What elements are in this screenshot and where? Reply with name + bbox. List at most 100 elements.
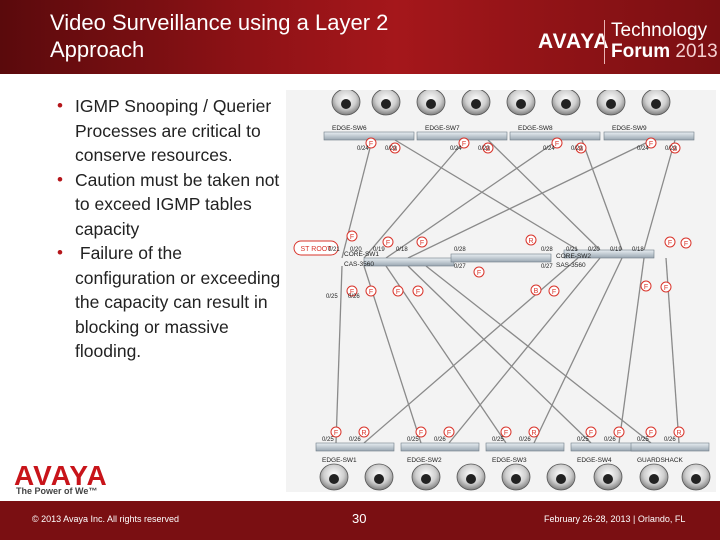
bottom-switch-label: EDGE-SW1 bbox=[322, 457, 357, 464]
port-state-marker bbox=[680, 237, 692, 249]
port-state-marker bbox=[500, 426, 512, 438]
camera-lens-icon bbox=[651, 99, 661, 109]
core-switch-name: CORE-SW2 bbox=[556, 253, 591, 260]
port-state-label: F bbox=[416, 289, 420, 296]
port-state-label: F bbox=[420, 240, 424, 247]
footer-copyright: © 2013 Avaya Inc. All rights reserved bbox=[32, 514, 180, 524]
port-label: 0/26 bbox=[434, 437, 446, 443]
port-state-marker bbox=[673, 426, 685, 438]
port-state-label: B bbox=[486, 146, 491, 153]
port-state-label: B bbox=[393, 146, 398, 153]
port-state-marker bbox=[473, 266, 485, 278]
camera-lens-icon bbox=[421, 474, 431, 484]
bottom-switch bbox=[630, 442, 710, 452]
link-line bbox=[487, 139, 601, 251]
port-state-label: B bbox=[673, 146, 678, 153]
link-line bbox=[643, 139, 676, 251]
link-line bbox=[533, 257, 623, 444]
link-line bbox=[407, 265, 592, 444]
port-state-label: F bbox=[649, 141, 653, 148]
bullet-list: • IGMP Snooping / Querier Processes are c… bbox=[55, 94, 285, 364]
core-port-label: 0/21 bbox=[328, 247, 340, 253]
core-switch-model: SAS-3560 bbox=[556, 262, 586, 269]
port-label: 0/23 bbox=[571, 146, 583, 152]
port-state-label: B bbox=[579, 146, 584, 153]
port-label: 0/24 bbox=[450, 146, 462, 152]
bullet-text: IGMP Snooping / Querier Processes are cr… bbox=[75, 96, 272, 165]
link-line bbox=[363, 257, 579, 444]
port-state-label: R bbox=[676, 430, 681, 437]
footer-event-info: February 26-28, 2013 | Orlando, FL bbox=[544, 514, 686, 524]
port-label: 0/25 bbox=[407, 437, 419, 443]
camera-lens-icon bbox=[603, 474, 613, 484]
core-port-label: 0/20 bbox=[350, 247, 362, 253]
camera-lens-icon bbox=[374, 474, 384, 484]
port-label: 0/23 bbox=[665, 146, 677, 152]
camera-lens-icon bbox=[341, 99, 351, 109]
port-label: 0/26 bbox=[604, 437, 616, 443]
core-port-label: 0/25 bbox=[326, 294, 338, 300]
footer-avaya-logo: AVAYA bbox=[14, 460, 108, 491]
port-state-marker bbox=[640, 280, 652, 292]
port-state-marker bbox=[346, 285, 358, 297]
port-label: 0/23 bbox=[478, 146, 490, 152]
core-link-port-label: 0/28 bbox=[541, 247, 553, 253]
link-line bbox=[448, 257, 601, 444]
bullet-item: •IGMP Snooping / Querier Processes are c… bbox=[55, 94, 285, 168]
link-line bbox=[341, 139, 373, 259]
port-state-label: R bbox=[361, 430, 366, 437]
core-port-label: 0/18 bbox=[632, 247, 644, 253]
port-label: 0/26 bbox=[519, 437, 531, 443]
port-label: 0/25 bbox=[492, 437, 504, 443]
core-switch-right bbox=[563, 249, 655, 259]
port-state-marker bbox=[669, 142, 681, 154]
bullet-item: • Failure of the configuration or exceed… bbox=[55, 241, 285, 364]
link-line bbox=[425, 265, 652, 444]
bottom-switch bbox=[400, 442, 480, 452]
bullet-dot-icon: • bbox=[57, 169, 63, 189]
slide-title: Video Surveillance using a Layer 2 Appro… bbox=[50, 9, 388, 63]
camera-lens-icon bbox=[649, 474, 659, 484]
port-state-marker bbox=[551, 137, 563, 149]
page-number: 30 bbox=[352, 511, 367, 526]
link-line bbox=[581, 139, 623, 251]
port-state-marker bbox=[358, 426, 370, 438]
port-state-marker bbox=[525, 234, 537, 246]
port-state-marker bbox=[482, 142, 494, 154]
port-state-label: F bbox=[477, 270, 481, 277]
port-state-marker bbox=[660, 281, 672, 293]
core-switch-model: CAS-3560 bbox=[344, 261, 374, 268]
bullet-dot-icon: • bbox=[57, 243, 63, 262]
core-port-label: 0/19 bbox=[373, 247, 385, 253]
port-state-marker bbox=[416, 236, 428, 248]
top-switch-label: EDGE-SW6 bbox=[332, 125, 367, 132]
port-state-label: F bbox=[350, 234, 354, 241]
core-port-label: 0/20 bbox=[588, 247, 600, 253]
link-line bbox=[363, 139, 466, 259]
port-state-label: R bbox=[531, 430, 536, 437]
bullet-text: Caution must be taken not to exceed IGMP… bbox=[75, 169, 280, 239]
footer-tagline: The Power of We™ bbox=[16, 486, 98, 496]
header-avaya-logo: AVAYA bbox=[538, 30, 610, 53]
core-switch-left bbox=[363, 257, 455, 267]
port-label: 0/24 bbox=[357, 146, 369, 152]
camera-lens-icon bbox=[561, 99, 571, 109]
header-banner: Video Surveillance using a Layer 2 Appro… bbox=[0, 0, 720, 74]
port-state-marker bbox=[365, 285, 377, 297]
top-switch-label: EDGE-SW8 bbox=[518, 125, 553, 132]
port-state-label: F bbox=[386, 240, 390, 247]
link-line bbox=[385, 265, 507, 444]
camera-lens-icon bbox=[516, 99, 526, 109]
port-state-marker bbox=[585, 426, 597, 438]
port-state-marker bbox=[645, 137, 657, 149]
camera-lens-icon bbox=[691, 474, 701, 484]
port-state-label: F bbox=[419, 430, 423, 437]
event-logo-line1: Technology bbox=[611, 20, 708, 41]
port-state-label: F bbox=[396, 289, 400, 296]
port-state-label: F bbox=[555, 141, 559, 148]
camera-lens-icon bbox=[381, 99, 391, 109]
port-state-marker bbox=[443, 426, 455, 438]
port-state-marker bbox=[575, 142, 587, 154]
camera-lens-icon bbox=[606, 99, 616, 109]
port-state-marker bbox=[346, 230, 358, 242]
